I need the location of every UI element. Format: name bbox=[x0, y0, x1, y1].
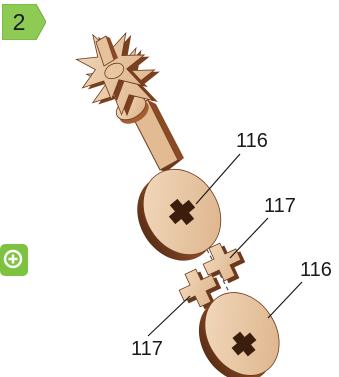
callout-117-lower: 117 bbox=[131, 338, 163, 360]
cross-spacer-upper bbox=[202, 242, 246, 284]
gear-shaft-assembly bbox=[75, 31, 184, 172]
step-badge: 2 bbox=[2, 4, 46, 40]
leader-line bbox=[229, 217, 269, 259]
gear-disc-lower bbox=[198, 292, 280, 377]
callout-117-upper: 117 bbox=[264, 195, 296, 217]
callout-116-lower: 116 bbox=[300, 259, 332, 281]
gear-disc-upper bbox=[137, 168, 222, 261]
leader-line bbox=[195, 153, 241, 205]
leader-line bbox=[267, 281, 303, 319]
zoom-in-icon[interactable] bbox=[0, 244, 28, 276]
leader-line bbox=[147, 295, 191, 337]
callout-116-upper: 116 bbox=[236, 130, 268, 152]
step-number: 2 bbox=[12, 9, 26, 35]
step-badge-shape bbox=[2, 4, 46, 40]
